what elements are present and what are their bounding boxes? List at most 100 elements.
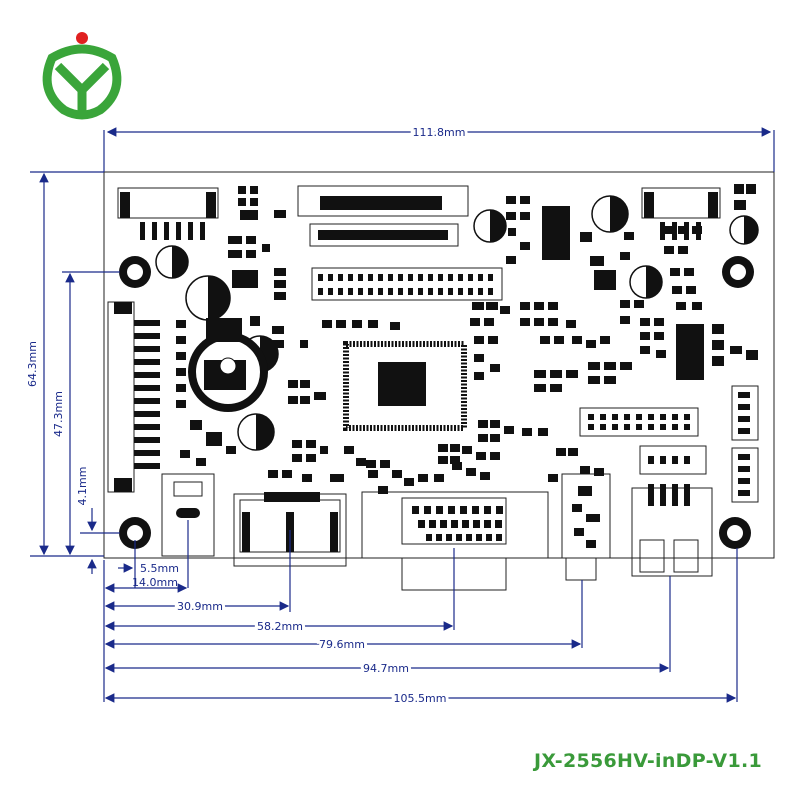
smd-part bbox=[520, 196, 530, 204]
smd-part bbox=[550, 370, 562, 378]
smd-part bbox=[434, 474, 444, 482]
smd-part bbox=[306, 454, 316, 462]
smd-part bbox=[588, 362, 600, 370]
smd-part bbox=[548, 318, 558, 326]
smd-part bbox=[392, 470, 402, 478]
smd-part bbox=[228, 236, 242, 244]
smd-part bbox=[678, 246, 688, 254]
smd-part bbox=[390, 322, 400, 330]
smd-part bbox=[176, 384, 186, 392]
smd-part bbox=[288, 396, 298, 404]
smd-part bbox=[676, 302, 686, 310]
smd-part bbox=[238, 198, 246, 206]
power-jack bbox=[161, 473, 215, 557]
smd-part bbox=[566, 320, 576, 328]
smd-part bbox=[538, 428, 548, 436]
smd-part bbox=[438, 456, 448, 464]
smd-part bbox=[196, 458, 206, 466]
smd-part bbox=[302, 474, 312, 482]
smd-part bbox=[548, 302, 558, 310]
smd-part bbox=[600, 336, 610, 344]
dim-connector-a: 5.5mm bbox=[140, 562, 179, 575]
smd-part bbox=[176, 400, 186, 408]
model-label: JX-2556HV-inDP-V1.1 bbox=[533, 750, 762, 772]
smd-part bbox=[418, 474, 428, 482]
smd-part bbox=[450, 444, 460, 452]
dim-connector-b: 14.0mm bbox=[132, 576, 178, 589]
smd-part bbox=[604, 362, 616, 370]
smd-part bbox=[686, 286, 696, 294]
smd-part bbox=[520, 302, 530, 310]
smd-part bbox=[572, 336, 582, 344]
capacitor bbox=[155, 245, 189, 279]
vga-port bbox=[361, 491, 549, 591]
dim-connector-c: 30.9mm bbox=[177, 600, 223, 613]
dimension-lines bbox=[30, 127, 772, 703]
smd-part bbox=[368, 320, 378, 328]
smd-part bbox=[580, 232, 592, 242]
left-side-connector bbox=[107, 301, 160, 493]
smd-part bbox=[712, 340, 724, 350]
smd-part bbox=[620, 252, 630, 260]
smd-part bbox=[712, 324, 724, 334]
smd-part bbox=[664, 246, 674, 254]
smd-part bbox=[586, 540, 596, 548]
jx-logo bbox=[42, 32, 122, 120]
smd-part bbox=[190, 420, 202, 430]
smd-part bbox=[490, 364, 500, 372]
smd-part bbox=[322, 320, 332, 328]
smd-part bbox=[620, 316, 630, 324]
smd-part bbox=[300, 340, 308, 348]
smd-part bbox=[692, 226, 702, 234]
smd-part bbox=[550, 384, 562, 392]
smd-part bbox=[520, 242, 530, 250]
dim-hole-offset-y: 4.1mm bbox=[76, 467, 89, 506]
smd-part bbox=[228, 250, 242, 258]
side-connector-1 bbox=[731, 385, 759, 441]
smd-part bbox=[566, 370, 578, 378]
smd-part bbox=[356, 458, 366, 466]
smd-part bbox=[232, 270, 258, 288]
smd-part bbox=[250, 186, 258, 194]
capacitor bbox=[591, 195, 629, 233]
smd-part bbox=[268, 470, 278, 478]
smd-part bbox=[684, 268, 694, 276]
capacitor bbox=[473, 209, 507, 243]
smd-part bbox=[206, 432, 222, 446]
smd-part bbox=[746, 350, 758, 360]
power-inductor bbox=[188, 332, 268, 412]
smd-part bbox=[470, 318, 480, 326]
pin-header-right bbox=[579, 407, 699, 437]
smd-part bbox=[474, 354, 484, 362]
smd-part bbox=[548, 474, 558, 482]
smd-part bbox=[272, 326, 284, 334]
smd-part bbox=[478, 434, 488, 442]
smd-part bbox=[534, 318, 544, 326]
smd-part bbox=[672, 286, 682, 294]
smd-part bbox=[292, 454, 302, 462]
smd-part bbox=[226, 446, 236, 454]
side-connector-2 bbox=[731, 447, 759, 503]
smd-part bbox=[730, 346, 742, 354]
usb-header bbox=[639, 445, 707, 475]
smd-part bbox=[586, 514, 600, 522]
dim-hole-vertical: 47.3mm bbox=[52, 391, 65, 437]
smd-part bbox=[490, 452, 500, 460]
smd-part bbox=[274, 210, 286, 218]
smd-part bbox=[474, 372, 484, 380]
smd-part bbox=[378, 486, 388, 494]
smd-part bbox=[176, 336, 186, 344]
smd-part bbox=[640, 332, 650, 340]
smd-part bbox=[620, 300, 630, 308]
smd-part bbox=[522, 428, 532, 436]
smd-part bbox=[654, 332, 664, 340]
smd-part bbox=[330, 474, 344, 482]
smd-part bbox=[450, 456, 460, 464]
smd-part bbox=[586, 340, 596, 348]
dim-board-height: 64.3mm bbox=[26, 341, 39, 387]
smd-part bbox=[300, 396, 310, 404]
smd-part bbox=[404, 478, 414, 486]
smd-part bbox=[314, 392, 326, 400]
smd-part bbox=[274, 268, 286, 276]
capacitor bbox=[237, 413, 275, 451]
